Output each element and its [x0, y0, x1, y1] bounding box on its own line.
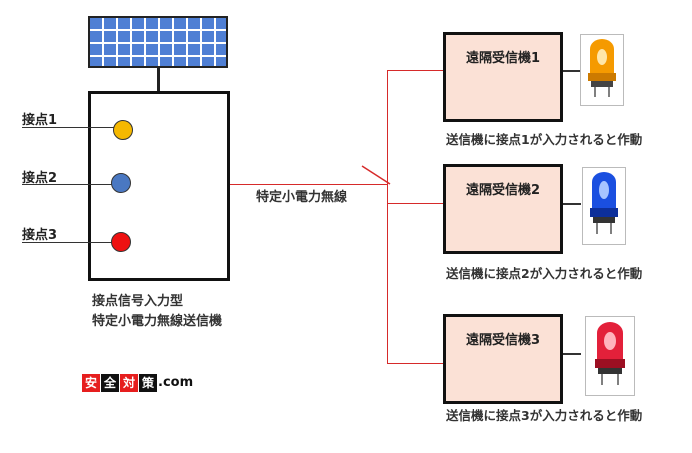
receiver-label-3: 遠隔受信機3	[446, 329, 560, 348]
contact-indicator-1	[113, 120, 133, 140]
logo-char-2: 全	[101, 374, 119, 392]
contact-line-1	[22, 127, 114, 128]
branch-line-1	[387, 70, 443, 71]
branch-line-3	[387, 363, 443, 364]
contact-indicator-2	[111, 173, 131, 193]
logo-char-3: 対	[120, 374, 138, 392]
receiver-box-1: 遠隔受信機1	[443, 32, 563, 122]
receiver-action-3: 送信機に接点3が入力されると作動	[446, 405, 642, 424]
receiver-label-1: 遠隔受信機1	[446, 47, 560, 66]
beacon-frame-2	[582, 167, 626, 245]
receiver-action-1: 送信機に接点1が入力されると作動	[446, 129, 642, 148]
receiver-beacon-wire-2	[563, 203, 581, 205]
rotating-beacon-icon-orange	[581, 35, 623, 105]
receiver-action-2: 送信機に接点2が入力されると作動	[446, 263, 642, 282]
site-logo: 安全対策.com	[82, 372, 193, 392]
receiver-label-2: 遠隔受信機2	[446, 179, 560, 198]
beacon-frame-1	[580, 34, 624, 106]
beacon-frame-3	[585, 316, 635, 396]
branch-line-2	[387, 203, 443, 204]
wireless-link-label: 特定小電力無線	[256, 186, 347, 205]
antenna-mark	[356, 160, 396, 190]
transmitter-caption-line2: 特定小電力無線送信機	[92, 312, 222, 331]
distribution-trunk	[387, 70, 388, 364]
contact-indicator-3	[111, 232, 131, 252]
receiver-beacon-wire-3	[563, 353, 581, 355]
contact-line-2	[22, 184, 112, 185]
contact-label-1: 接点1	[22, 109, 57, 128]
rotating-beacon-icon-blue	[583, 168, 625, 244]
transmitter-caption-line1: 接点信号入力型	[92, 292, 183, 311]
logo-suffix: .com	[158, 375, 193, 390]
contact-label-3: 接点3	[22, 224, 57, 243]
receiver-beacon-wire-1	[563, 70, 581, 72]
transmitter-box	[88, 91, 230, 281]
panel-pole	[157, 68, 160, 91]
solar-panel	[88, 16, 228, 68]
receiver-box-3: 遠隔受信機3	[443, 314, 563, 404]
logo-char-1: 安	[82, 374, 100, 392]
logo-char-4: 策	[139, 374, 157, 392]
rotating-beacon-icon-red	[586, 317, 634, 395]
receiver-box-2: 遠隔受信機2	[443, 164, 563, 254]
contact-line-3	[22, 242, 112, 243]
